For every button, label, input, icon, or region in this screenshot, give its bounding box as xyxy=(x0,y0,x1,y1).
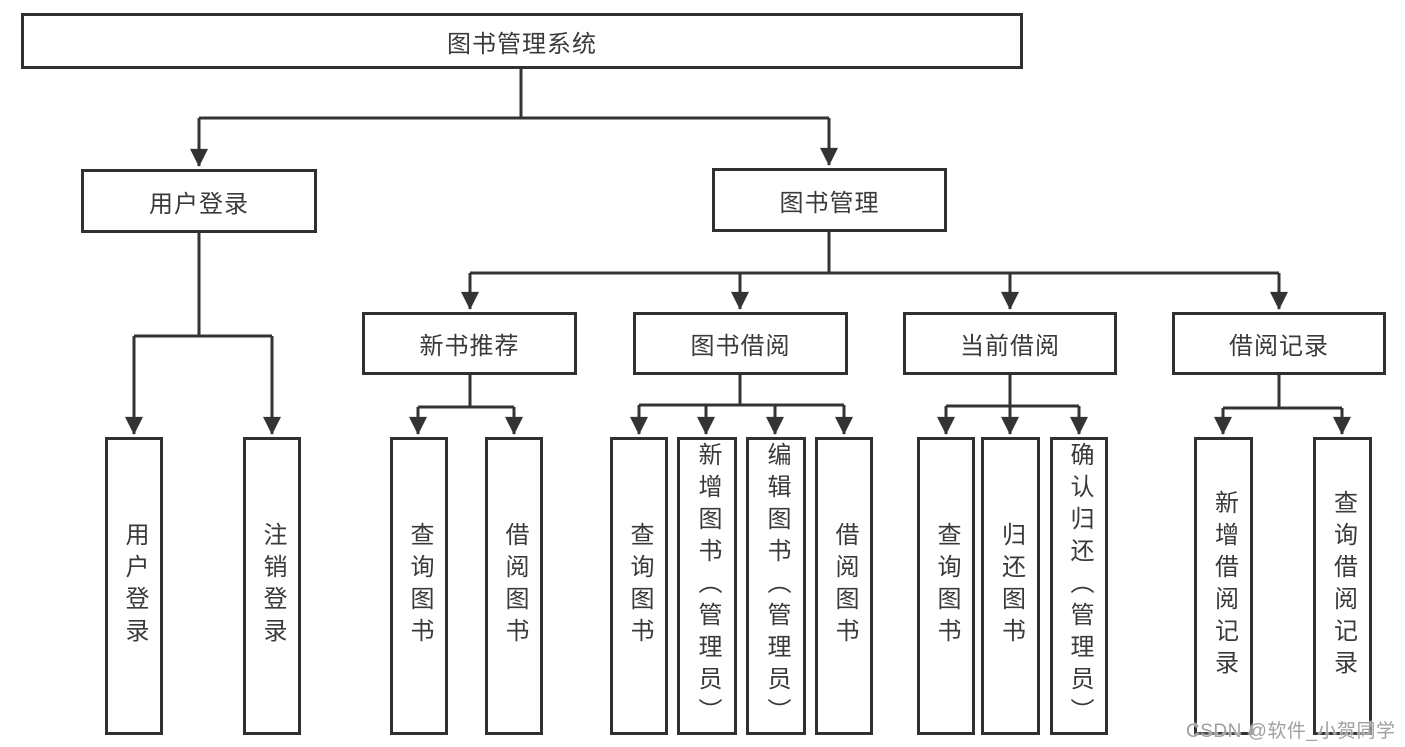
connector-management-stem xyxy=(470,232,1279,275)
csdn-watermark: CSDN @软件_小贺同学 xyxy=(1186,721,1396,742)
node-book-borrowing: 图书借阅 xyxy=(633,312,848,375)
node-library-management-system: 图书管理系统 xyxy=(21,13,1023,69)
leaf-edit-book-admin: 编辑图书（管理员） xyxy=(746,437,806,735)
leaf-confirm-return-admin: 确认归还（管理员） xyxy=(1050,437,1108,735)
node-borrowing-records: 借阅记录 xyxy=(1172,312,1386,375)
leaf-add-borrow-record: 新增借阅记录 xyxy=(1194,437,1253,735)
connector-records-stem xyxy=(1223,375,1342,410)
connector-root-stem xyxy=(199,68,829,120)
leaf-borrowing-query-books: 查询图书 xyxy=(610,437,668,735)
leaf-recommend-query-books: 查询图书 xyxy=(390,437,448,735)
node-book-management: 图书管理 xyxy=(712,168,947,232)
leaf-recommend-borrow-books: 借阅图书 xyxy=(485,437,543,735)
connector-current-stem xyxy=(946,375,1079,408)
leaf-user-login: 用户登录 xyxy=(105,437,163,735)
leaf-query-borrow-record: 查询借阅记录 xyxy=(1313,437,1372,735)
leaf-return-books: 归还图书 xyxy=(981,437,1040,735)
node-current-borrowing: 当前借阅 xyxy=(903,312,1117,375)
connector-login-stem xyxy=(134,233,272,338)
leaf-add-book-admin: 新增图书（管理员） xyxy=(677,437,737,735)
leaf-borrowing-borrow-books: 借阅图书 xyxy=(815,437,873,735)
leaf-logout: 注销登录 xyxy=(243,437,301,735)
connector-borrowing-stem xyxy=(639,375,844,407)
node-new-book-recommendation: 新书推荐 xyxy=(362,312,577,375)
connector-recommend-stem xyxy=(418,375,514,409)
leaf-current-query-books: 查询图书 xyxy=(917,437,975,735)
node-user-login: 用户登录 xyxy=(81,169,317,233)
